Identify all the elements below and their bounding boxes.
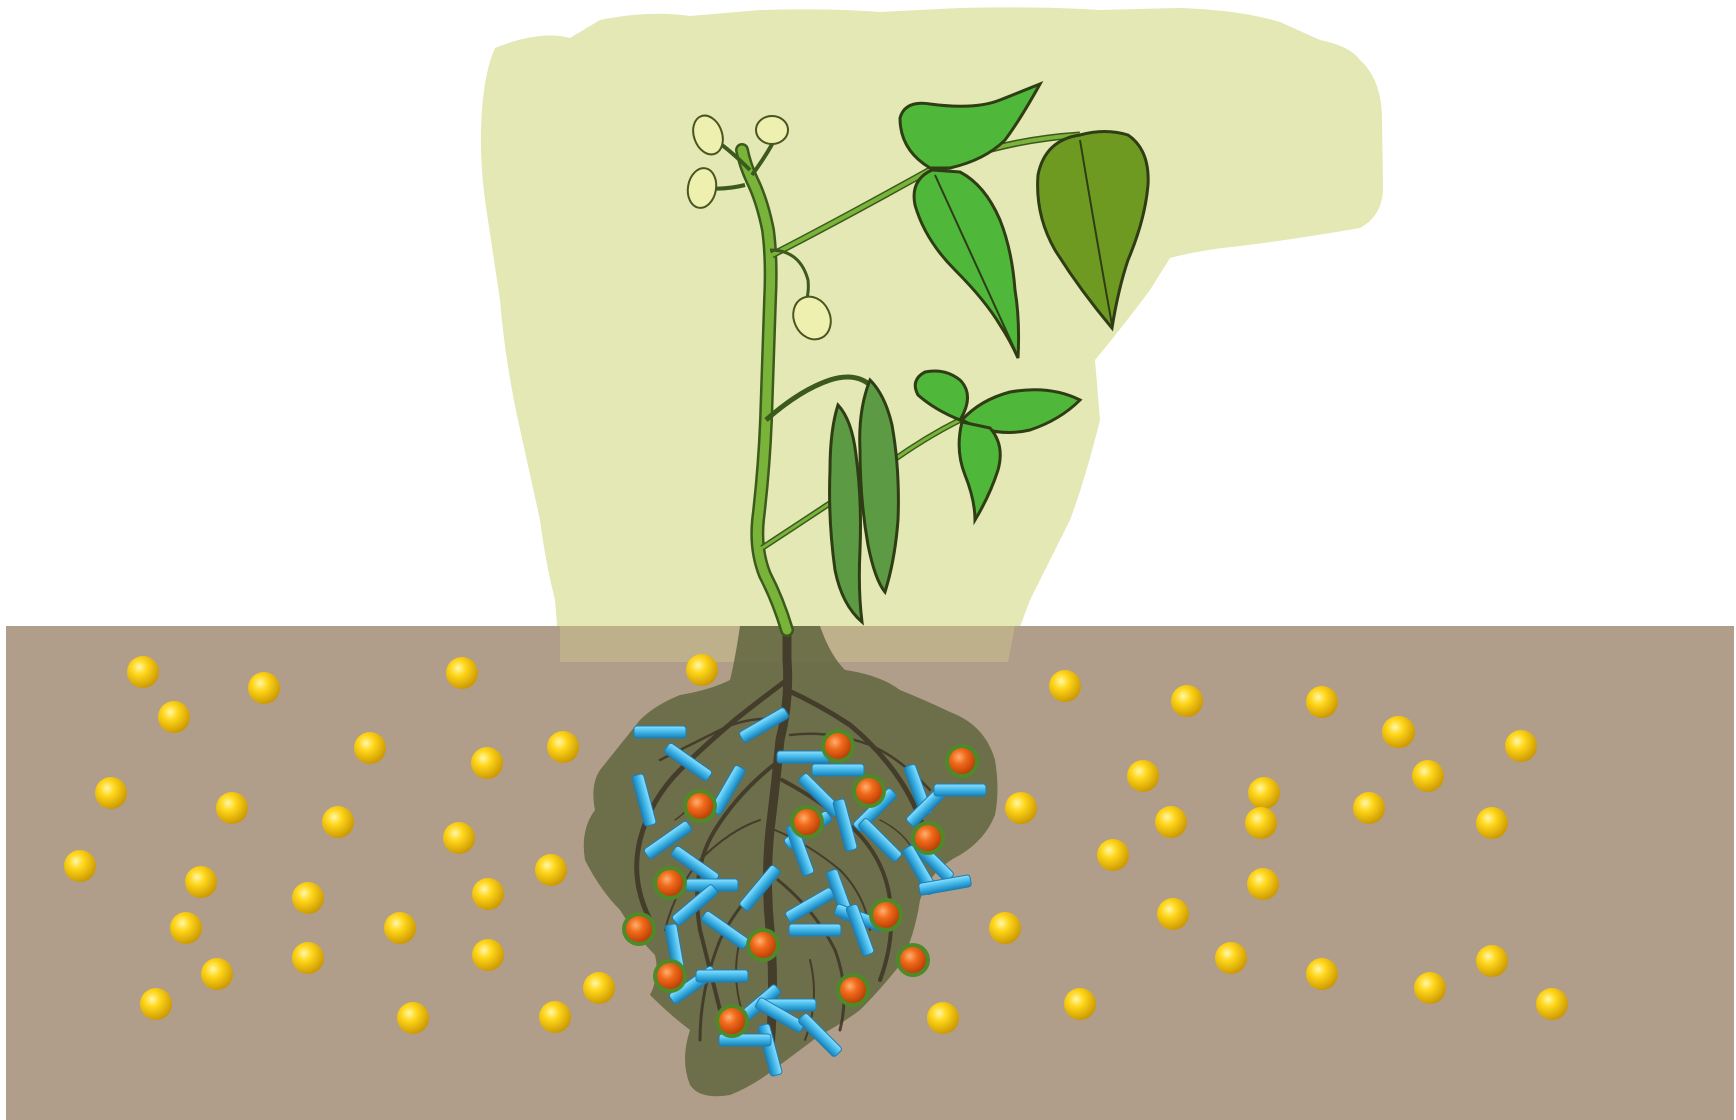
soil-particle (248, 672, 280, 704)
soil-particle (1245, 807, 1277, 839)
soil-particle (397, 1002, 429, 1034)
root-particle (687, 793, 713, 819)
soil-particle (471, 747, 503, 779)
root-particle (840, 977, 866, 1003)
soil-particle (185, 866, 217, 898)
soil-particle (547, 731, 579, 763)
root-particle (900, 947, 926, 973)
soil-particle (1414, 972, 1446, 1004)
root-particle (825, 733, 851, 759)
root-particle (873, 902, 899, 928)
soil-particle (1476, 945, 1508, 977)
soil-particle (158, 701, 190, 733)
soil-particle (1247, 868, 1279, 900)
root-particle (856, 778, 882, 804)
bacterium (812, 764, 864, 776)
root-particle (657, 870, 683, 896)
soil-particle (1306, 958, 1338, 990)
soil-particle (1155, 806, 1187, 838)
root-particle (794, 809, 820, 835)
bacterium (777, 751, 829, 763)
soil-particle (989, 912, 1021, 944)
soil-particle (1536, 988, 1568, 1020)
soil-particle (1005, 792, 1037, 824)
soil-particle (201, 958, 233, 990)
soil-particle (1505, 730, 1537, 762)
soil-particle (292, 882, 324, 914)
soil-particle (446, 657, 478, 689)
soil-particle (583, 972, 615, 1004)
soil-particle (1097, 839, 1129, 871)
soil-particle (1306, 686, 1338, 718)
soil-particle (1171, 685, 1203, 717)
soil-particle (354, 732, 386, 764)
soil-particle (443, 822, 475, 854)
soil-particle (64, 850, 96, 882)
soil-particle (686, 654, 718, 686)
soil-particle (1383, 716, 1415, 748)
root-particle (949, 748, 975, 774)
soil-particle (170, 912, 202, 944)
soil-particle (1248, 777, 1280, 809)
soil-particle (127, 656, 159, 688)
soil-particle (1157, 898, 1189, 930)
bacterium (789, 924, 841, 936)
soil-particle (535, 854, 567, 886)
bacterium (634, 726, 686, 738)
soil-particle (216, 792, 248, 824)
root-particle (626, 916, 652, 942)
root-particle (719, 1008, 745, 1034)
bacterium (934, 784, 986, 796)
soil-particle (1049, 670, 1081, 702)
soil-particle (1064, 988, 1096, 1020)
root-particle (750, 932, 776, 958)
soil-particle (384, 912, 416, 944)
soil-particle (1215, 942, 1247, 974)
soil-particle (927, 1002, 959, 1034)
root-particle (915, 825, 941, 851)
soil-particle (472, 939, 504, 971)
soil-particle (1476, 807, 1508, 839)
soil-particle (140, 988, 172, 1020)
soil-particle (95, 777, 127, 809)
soil-particle (322, 806, 354, 838)
soil-particle (472, 878, 504, 910)
soil-particle (539, 1001, 571, 1033)
soil-particle (1412, 760, 1444, 792)
soil-particle (292, 942, 324, 974)
soil-particle (1353, 792, 1385, 824)
root-particle (657, 963, 683, 989)
soil-particle (1127, 760, 1159, 792)
bacterium (696, 970, 748, 982)
